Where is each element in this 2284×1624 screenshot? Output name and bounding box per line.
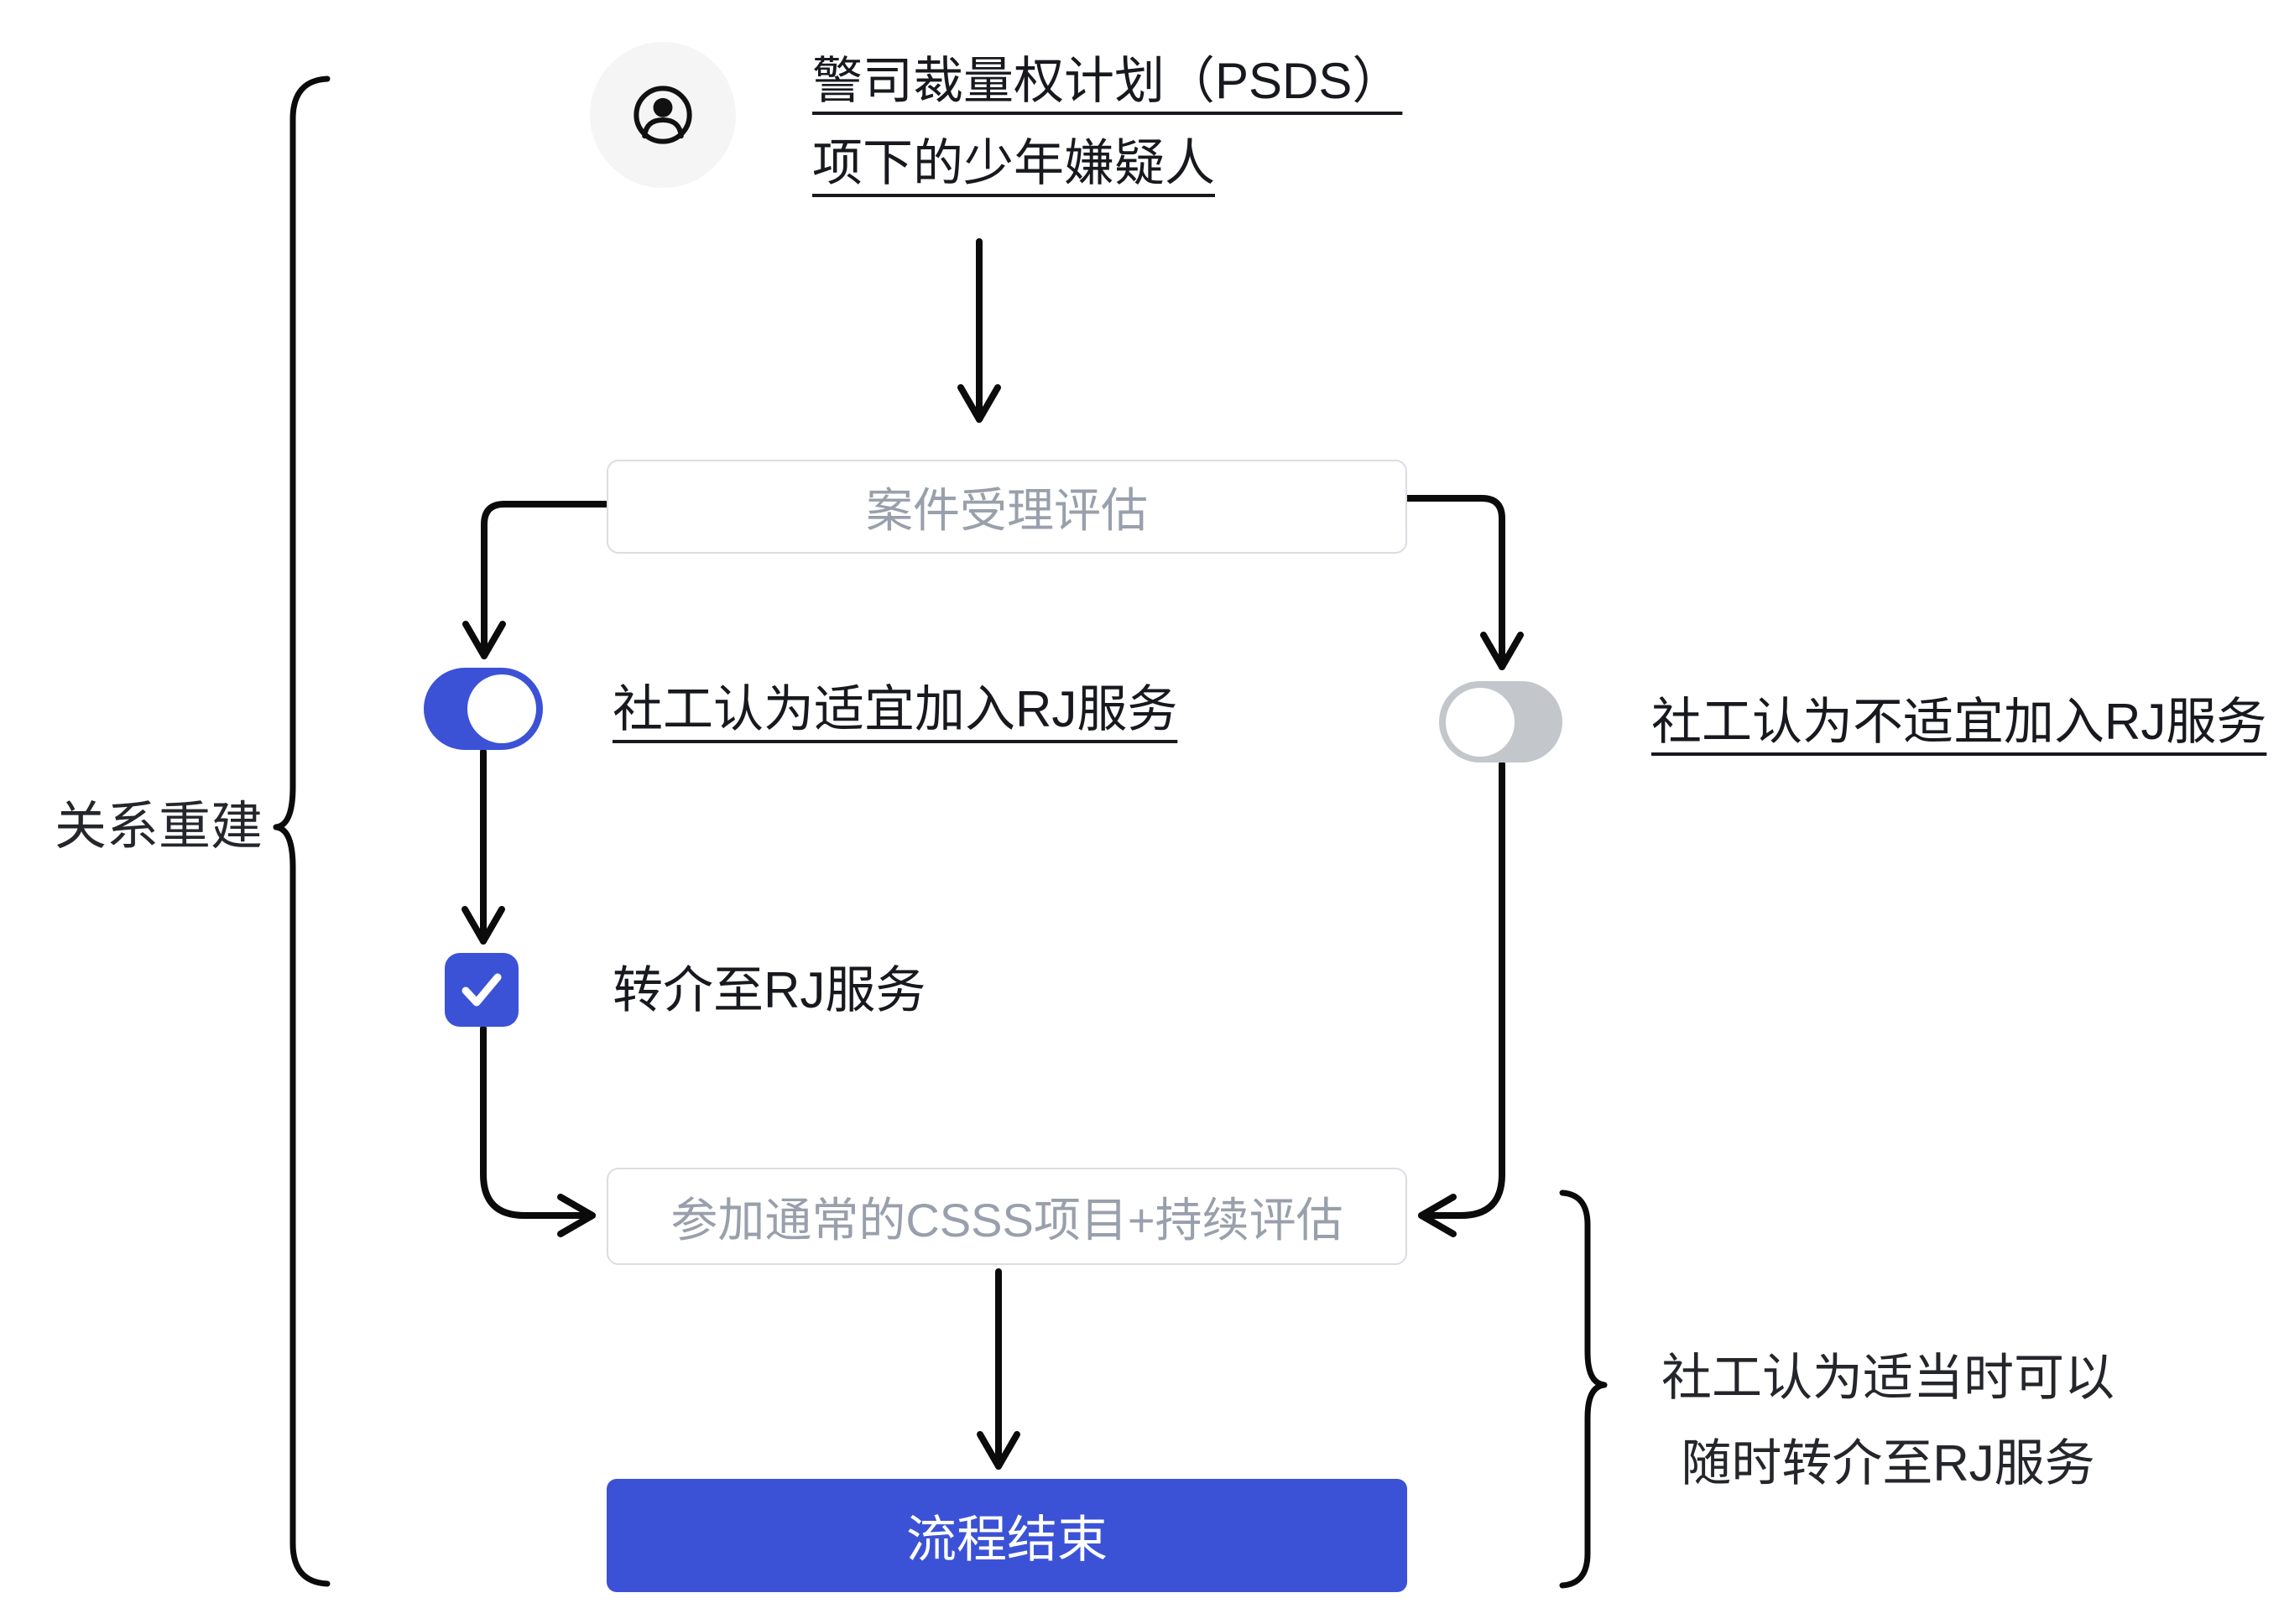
arrow-unsuitable-to-csss — [1418, 761, 1505, 1237]
flow-end-button[interactable]: 流程结束 — [607, 1479, 1407, 1592]
csss-programme-node[interactable]: 参加通常的CSSS项目+持续评估 — [607, 1168, 1407, 1265]
source-title-line2: 项下的少年嫌疑人 — [812, 135, 1215, 191]
source-title: 警司裁量权计划（PSDS） 项下的少年嫌疑人 — [812, 40, 1450, 205]
flow-end-label: 流程结束 — [906, 1512, 1108, 1568]
toggle-unsuitable-off[interactable] — [1439, 681, 1562, 763]
avatar — [590, 42, 736, 188]
arrow-intake-to-unsuitable — [1404, 495, 1524, 670]
referral-label: 转介至RJ服务 — [613, 962, 926, 1018]
right-brace-note: 社工认为适当时可以 随时转介至RJ服务 — [1636, 1335, 2140, 1507]
right-brace-note-line1: 社工认为适当时可以 — [1661, 1350, 2115, 1406]
toggle-knob — [467, 674, 536, 743]
intake-assessment-node[interactable]: 案件受理评估 — [607, 460, 1407, 554]
csss-programme-label: 参加通常的CSSS项目+持续评估 — [670, 1193, 1343, 1247]
source-title-line1: 警司裁量权计划（PSDS） — [812, 53, 1403, 109]
toggle-knob — [1446, 687, 1515, 757]
user-circle-icon — [634, 86, 692, 144]
left-bracket-label: 关系重建 — [54, 798, 263, 856]
intake-assessment-label: 案件受理评估 — [866, 483, 1148, 537]
arrow-referral-to-csss — [480, 1025, 596, 1237]
suitable-branch-label: 社工认为适宜加入RJ服务 — [613, 681, 1178, 737]
toggle-suitable-on[interactable] — [424, 668, 543, 750]
right-brace-note-line2: 随时转介至RJ服务 — [1681, 1435, 2095, 1491]
referral-checkbox[interactable] — [445, 953, 519, 1027]
unsuitable-branch-label: 社工认为不适宜加入RJ服务 — [1651, 694, 2267, 750]
right-curly-brace — [1559, 1189, 1608, 1589]
arrow-intake-to-suitable — [462, 501, 610, 659]
left-curly-brace — [273, 75, 331, 1587]
checkmark-icon — [461, 973, 502, 1007]
